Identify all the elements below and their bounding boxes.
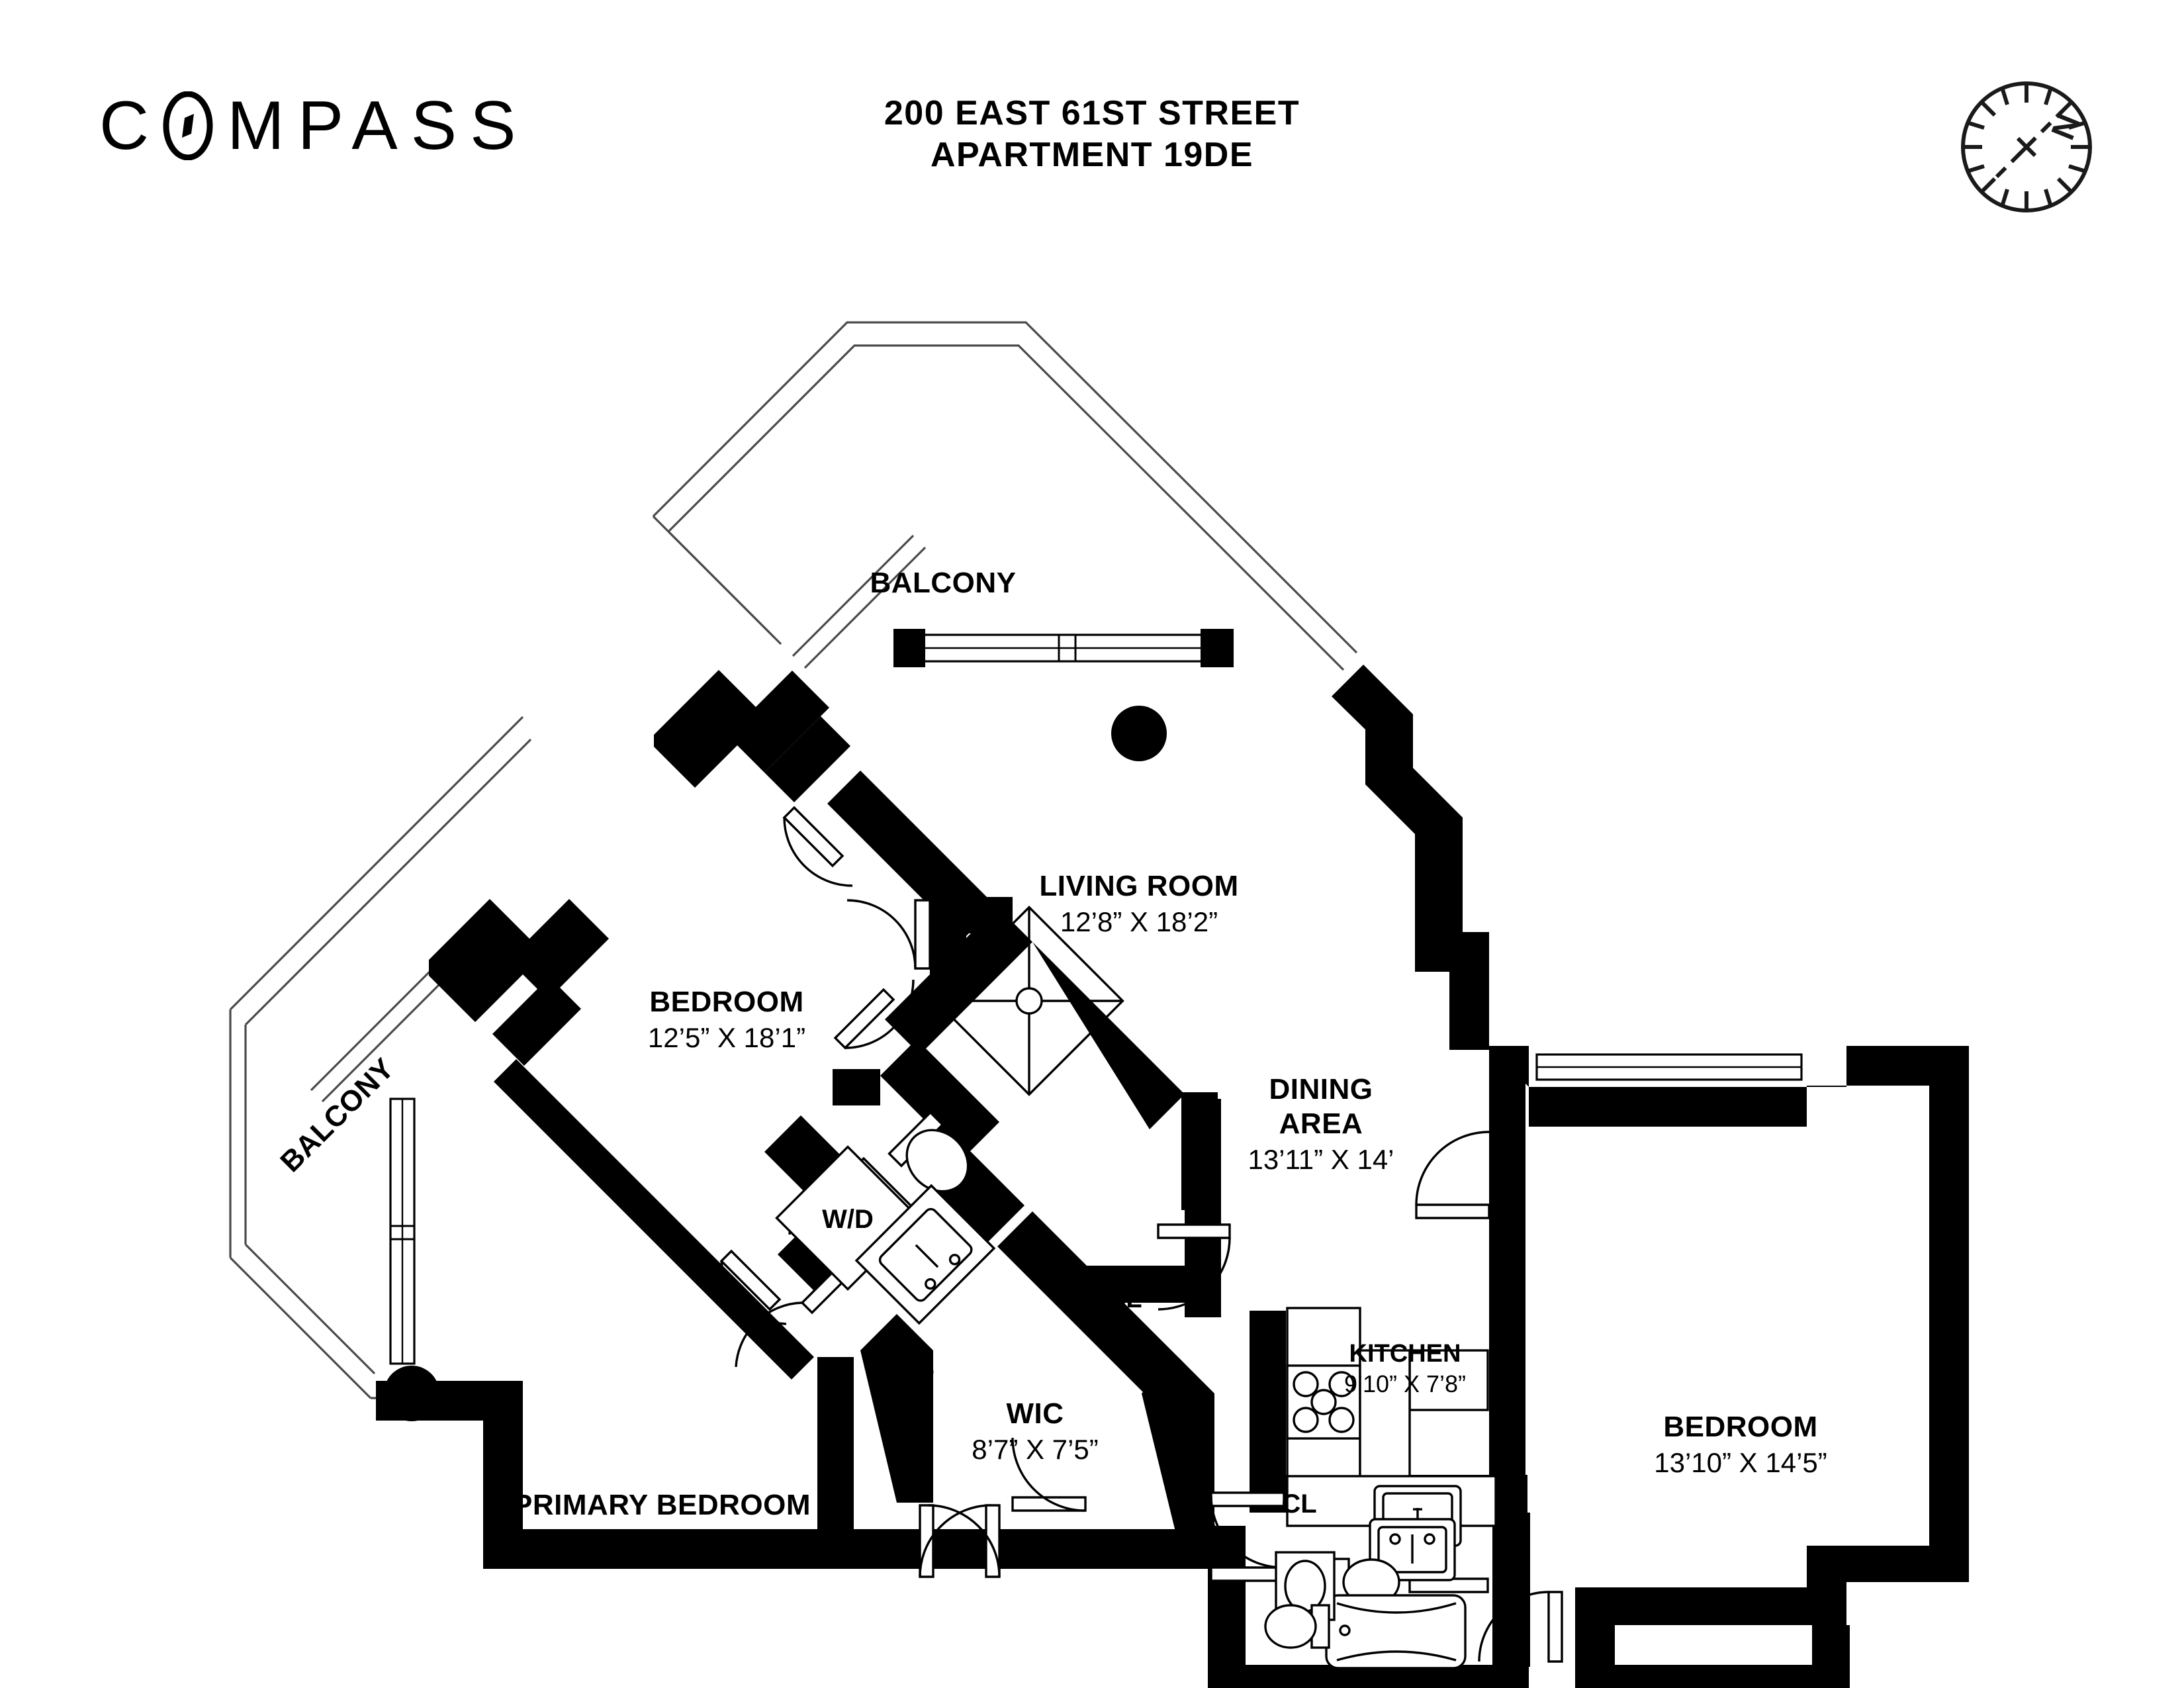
label-balcony-west: BALCONY xyxy=(274,1052,400,1178)
label-kitchen: KITCHEN 9’10” X 7’8” xyxy=(1344,1340,1466,1397)
wall-nw-jog xyxy=(764,716,850,802)
wall-primary-se xyxy=(817,1357,854,1529)
powder-room-sink xyxy=(1275,1551,1336,1621)
label-cl-bedroom-north: CL xyxy=(942,1095,977,1124)
svg-text:13’11” X 14’: 13’11” X 14’ xyxy=(1248,1144,1394,1175)
svg-text:AREA: AREA xyxy=(1279,1107,1363,1140)
door-east-bedroom[interactable] xyxy=(1478,1591,1563,1663)
powder-room-toilet xyxy=(1264,1604,1330,1649)
wall-w-jog xyxy=(492,977,581,1066)
label-living-room: LIVING ROOM 12’8” X 18’2” xyxy=(1039,870,1238,937)
wall-w-diagonal xyxy=(429,899,609,1022)
toilet-primary-bath xyxy=(887,1111,970,1193)
wall-wic-ne xyxy=(997,1211,1185,1399)
wall-nw-diagonal-upper xyxy=(654,670,829,788)
label-bedroom-east: BEDROOM 13’10” X 14’5” xyxy=(1654,1411,1827,1478)
wall-hall-left-lower xyxy=(1208,1526,1246,1688)
brand-letters-rest: MPASS xyxy=(227,87,529,164)
label-cl-primary: CL xyxy=(943,1534,978,1563)
svg-text:13’10” X 14’5”: 13’10” X 14’5” xyxy=(1654,1447,1827,1478)
window-east-bedroom-north xyxy=(1535,1053,1803,1081)
label-cl-kitchen: CL xyxy=(1281,1489,1316,1519)
door-closet-primary[interactable] xyxy=(919,1504,1001,1578)
bathtub xyxy=(1325,1594,1467,1669)
door-dining-cl[interactable] xyxy=(1157,1223,1231,1311)
wall-kitchen-left xyxy=(1250,1311,1286,1483)
wall-east-bedroom-cl-right xyxy=(1812,1625,1850,1688)
svg-text:BALCONY: BALCONY xyxy=(870,567,1016,599)
label-cl-dining: CL xyxy=(1107,1284,1142,1313)
wall-bedroom-primary-divider xyxy=(494,1059,814,1380)
wall-bath-core-ne xyxy=(885,907,1032,1055)
svg-text:BEDROOM: BEDROOM xyxy=(1663,1411,1817,1443)
label-dining-area: DINING AREA 13’11” X 14’ xyxy=(1248,1073,1394,1175)
label-wic: WIC 8’7” X 7’5” xyxy=(972,1397,1098,1465)
door-kitchen-dining[interactable] xyxy=(1415,1131,1490,1219)
compass-rose-icon: N xyxy=(1956,76,2098,218)
label-primary-bedroom: PRIMARY BEDROOM 18’5” X 22’10” xyxy=(513,1489,811,1558)
vanity-primary-bath xyxy=(854,1184,996,1325)
svg-text:BEDROOM: BEDROOM xyxy=(649,986,803,1018)
floor-plan-canvas: BALCONY BALCONY LIVING ROOM 12’8” X 18’2… xyxy=(0,232,2184,1688)
wall-living-room-se xyxy=(1332,665,1463,933)
wall-bath2-bottom xyxy=(1208,1665,1529,1688)
wall-primary-bottom xyxy=(376,1381,1244,1569)
brand-letter-c: C xyxy=(99,87,163,164)
door-bedroom-north[interactable] xyxy=(782,806,853,887)
door-bedroom-north-hall[interactable] xyxy=(846,899,931,970)
wall-dining-e xyxy=(1415,932,1489,1050)
door-hall-primary[interactable] xyxy=(719,1249,787,1325)
svg-text:LIVING ROOM: LIVING ROOM xyxy=(1039,870,1238,902)
compass-needle-o-icon xyxy=(162,91,214,160)
wall-bath-core-n2 xyxy=(1032,942,1185,1129)
wall-east-bedroom-outline xyxy=(1489,1046,1969,1665)
bath2-sink xyxy=(1369,1518,1456,1581)
svg-text:DINING: DINING xyxy=(1269,1073,1373,1105)
wall-kitchen-right-spine xyxy=(1489,1046,1525,1475)
wall-cl-dining-right xyxy=(1181,1092,1218,1210)
wall-wic-e xyxy=(1142,1357,1214,1542)
label-bedroom-north: BEDROOM 12’5” X 18’1” xyxy=(648,986,805,1053)
balcony-west-railing xyxy=(229,716,532,1399)
svg-text:BALCONY: BALCONY xyxy=(274,1052,400,1178)
svg-text:PRIMARY BEDROOM: PRIMARY BEDROOM xyxy=(513,1489,811,1521)
label-cl-bedroom-east: CL xyxy=(1627,1665,1662,1688)
wall-cl-divider-1 xyxy=(833,1069,880,1105)
shower-stall xyxy=(934,906,1124,1096)
svg-text:KITCHEN: KITCHEN xyxy=(1349,1340,1461,1368)
wall-wic-w xyxy=(860,1314,933,1503)
label-cl-hall: CL xyxy=(899,1350,934,1380)
column-living-room xyxy=(1111,706,1167,761)
svg-text:12’8” X 18’2”: 12’8” X 18’2” xyxy=(1060,906,1218,937)
door-wic-entry[interactable] xyxy=(1011,1437,1087,1512)
svg-text:WIC: WIC xyxy=(1006,1397,1064,1430)
svg-text:9’10” X 7’8”: 9’10” X 7’8” xyxy=(1344,1370,1466,1397)
svg-text:18’5” X 22’10”: 18’5” X 22’10” xyxy=(575,1526,749,1558)
window-living-room-north xyxy=(893,629,1234,667)
door-closet-bedroom-north[interactable] xyxy=(833,979,915,1050)
wall-cl-dining-bottom xyxy=(1075,1266,1218,1303)
column-primary-bedroom xyxy=(384,1366,439,1421)
wall-bath2-right xyxy=(1492,1513,1530,1667)
svg-text:12’5” X 18’1”: 12’5” X 18’1” xyxy=(648,1022,805,1053)
balcony-north-inner-wall xyxy=(792,534,927,669)
balcony-north-railing xyxy=(652,321,1358,671)
label-balcony-north: BALCONY xyxy=(870,567,1016,599)
kitchen-counter-top xyxy=(1359,1349,1489,1479)
door-bath-entry[interactable] xyxy=(1210,1495,1284,1582)
wall-bath-core-s xyxy=(880,1039,999,1158)
label-washer-dryer: W/D xyxy=(822,1205,874,1234)
compass-brand-logo: C MPASS xyxy=(99,86,529,165)
kitchen-stove xyxy=(1286,1364,1361,1440)
window-balcony-west-glass xyxy=(389,1098,416,1365)
svg-text:8’7” X 7’5”: 8’7” X 7’5” xyxy=(972,1434,1098,1465)
wall-east-bedroom-cl-bottom xyxy=(1575,1665,1850,1688)
